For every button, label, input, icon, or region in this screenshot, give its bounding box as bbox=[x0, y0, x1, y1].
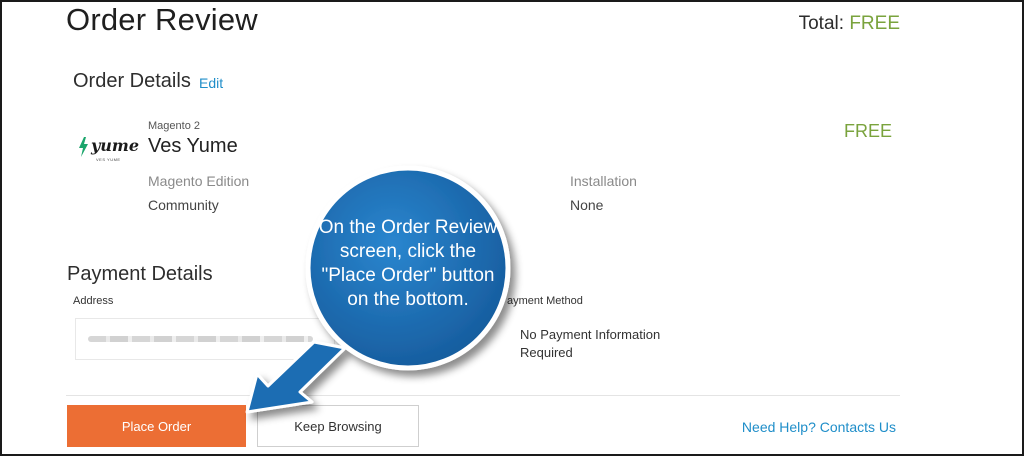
product-logo-subtext: VES YUME bbox=[96, 157, 121, 162]
attr-value-edition: Community bbox=[148, 197, 219, 213]
callout-arrow-icon bbox=[245, 340, 347, 414]
order-total: Total: FREE bbox=[799, 13, 900, 35]
payment-details-heading: Payment Details bbox=[67, 263, 213, 285]
address-box bbox=[75, 318, 335, 360]
payment-method-label: ayment Method bbox=[507, 295, 583, 307]
total-label: Total: bbox=[798, 13, 845, 34]
lightning-bolt-icon bbox=[79, 137, 88, 157]
product-logo: yume VES YUME bbox=[78, 136, 139, 164]
callout-text: On the Order Review screen, click the "P… bbox=[318, 217, 498, 310]
callout-bubble bbox=[305, 165, 511, 371]
total-value: FREE bbox=[849, 13, 900, 34]
actions-divider bbox=[66, 395, 900, 396]
product-logo-text: yume bbox=[91, 136, 140, 155]
attr-label-edition: Magento Edition bbox=[148, 173, 250, 189]
product-price: FREE bbox=[843, 121, 892, 141]
address-label: Address bbox=[73, 295, 114, 307]
order-details-heading: Order Details bbox=[73, 70, 191, 92]
page-title: Order Review bbox=[66, 2, 258, 37]
keep-browsing-button[interactable]: Keep Browsing bbox=[257, 405, 419, 447]
address-blurred-text bbox=[88, 336, 313, 342]
help-contact-link[interactable]: Need Help? Contacts Us bbox=[741, 419, 896, 435]
attr-value-installation: None bbox=[570, 197, 604, 213]
edit-order-link[interactable]: Edit bbox=[199, 75, 224, 91]
place-order-button[interactable]: Place Order bbox=[67, 405, 246, 447]
attr-label-installation: Installation bbox=[570, 173, 637, 189]
product-name: Ves Yume bbox=[148, 135, 238, 157]
payment-method-value: No Payment Information Required bbox=[520, 327, 661, 360]
product-vendor: Magento 2 bbox=[148, 120, 200, 132]
